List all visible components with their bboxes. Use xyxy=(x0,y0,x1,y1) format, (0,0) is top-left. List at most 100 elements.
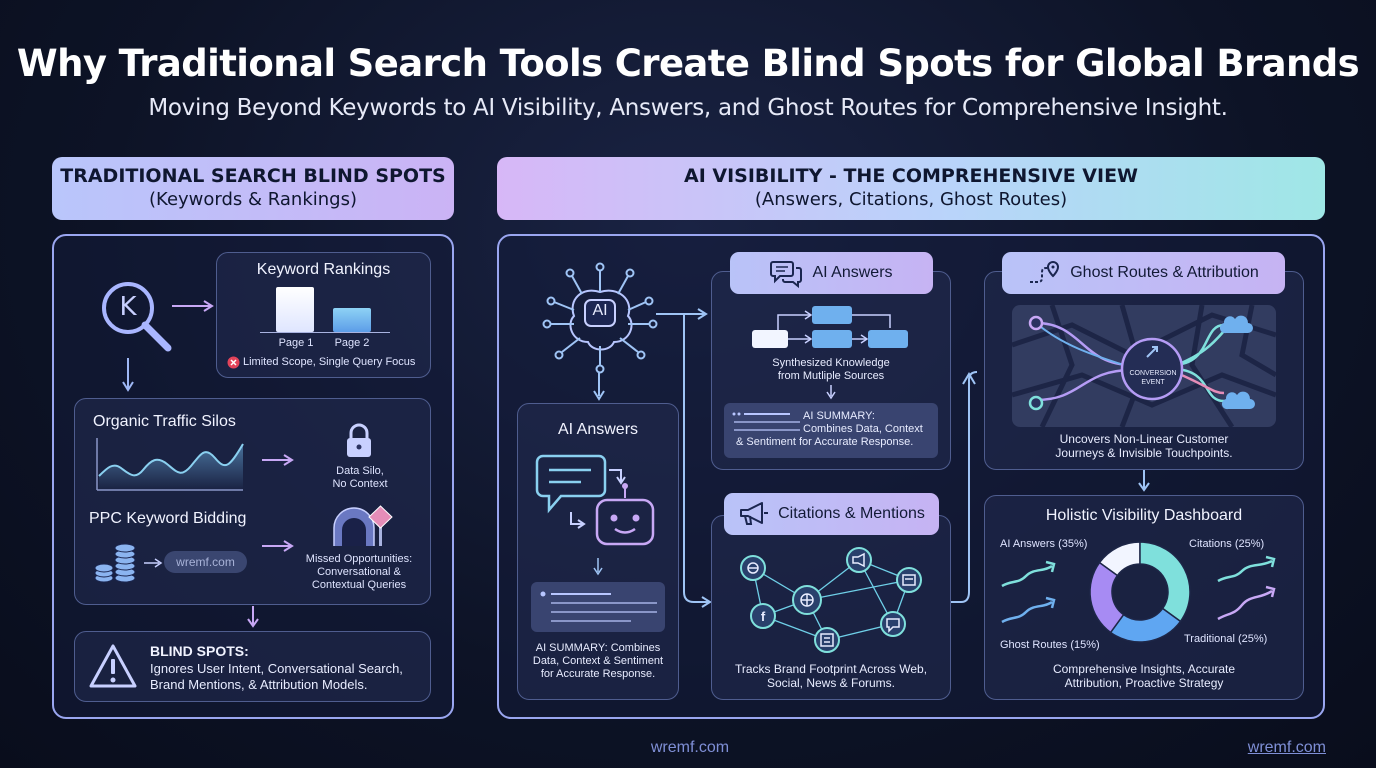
summary-box xyxy=(531,582,665,632)
page-title: Why Traditional Search Tools Create Blin… xyxy=(16,42,1360,85)
ai-answers-card-line1: AI SUMMARY: Combines xyxy=(535,642,661,654)
missed-opportunities-label: Missed Opportunities: xyxy=(305,553,413,565)
ai-brain-icon xyxy=(542,262,658,374)
ai-answers-card-title: AI Answers xyxy=(557,421,639,438)
conversion-event-label-2: EVENT xyxy=(1141,379,1165,386)
arrow-right-icon xyxy=(262,454,294,466)
data-silo-label: Data Silo, xyxy=(336,465,384,477)
ghost-routes-pill: Ghost Routes & Attribution xyxy=(1002,252,1285,294)
keyword-rankings-title: Keyword Rankings xyxy=(256,261,391,278)
organic-traffic-title: Organic Traffic Silos xyxy=(93,413,236,430)
arrow-down-icon xyxy=(826,385,836,400)
citations-line2: Social, News & Forums. xyxy=(766,676,896,690)
network-graph: f xyxy=(740,547,922,653)
citations-line1: Tracks Brand Footprint Across Web, xyxy=(734,662,928,676)
lock-icon xyxy=(347,423,371,457)
ai-visibility-header: AI VISIBILITY - THE COMPREHENSIVE VIEW (… xyxy=(497,157,1325,220)
ghost-routes-line1: Uncovers Non-Linear Customer xyxy=(1059,432,1229,446)
legend-ghost-routes: Ghost Routes (15%) xyxy=(1000,639,1100,651)
ai-answers-card xyxy=(517,403,679,700)
ai-answers-card-line3: for Accurate Response. xyxy=(540,668,656,680)
trend-lines-right xyxy=(1217,555,1276,621)
donut-slice-0 xyxy=(1139,541,1191,623)
keyword-letter: K xyxy=(119,292,137,322)
legend-ai-answers: AI Answers (35%) xyxy=(1000,538,1088,550)
route-map-drawing xyxy=(1012,305,1276,427)
ai-answers-pill-title: AI Answers xyxy=(812,264,893,281)
rankings-label-page1: Page 1 xyxy=(278,337,314,349)
ai-answers-pill: AI Answers xyxy=(730,252,933,294)
synth-line1: Synthesized Knowledge xyxy=(772,357,890,369)
rankings-note: Limited Scope, Single Query Focus xyxy=(243,356,416,368)
traditional-heading-sub: (Keywords & Rankings) xyxy=(149,189,357,211)
conversion-event-label-1: CONVERSION xyxy=(1129,370,1177,377)
blind-spots-line1: Ignores User Intent, Conversational Sear… xyxy=(150,661,403,676)
blind-spots-line2: Brand Mentions, & Attribution Models. xyxy=(150,677,368,692)
tunnel-sign-icon xyxy=(333,505,393,546)
watermark-link[interactable]: wremf.com xyxy=(1247,739,1326,756)
legend-traditional: Traditional (25%) xyxy=(1184,633,1268,645)
chat-robot-icon xyxy=(535,454,655,546)
blind-spots-title: BLIND SPOTS: xyxy=(150,643,249,659)
legend-citations: Citations (25%) xyxy=(1189,538,1265,550)
arrow-right-icon xyxy=(656,308,708,320)
ppc-domain-field: wremf.com xyxy=(164,551,247,573)
connector-line xyxy=(951,371,978,603)
arrow-right-icon xyxy=(262,540,294,552)
error-icon xyxy=(227,356,240,369)
megaphone-icon xyxy=(740,502,769,525)
no-context-label: No Context xyxy=(332,478,388,490)
synthesis-summary-box xyxy=(724,403,938,458)
connector-line xyxy=(683,314,712,608)
synthesis-summary-line3: & Sentiment for Accurate Response. xyxy=(736,436,914,448)
donut-slice-2 xyxy=(1089,561,1125,634)
ghost-routes-title: Ghost Routes & Attribution xyxy=(1070,264,1259,281)
arrow-down-icon xyxy=(593,558,603,576)
traditional-heading: TRADITIONAL SEARCH BLIND SPOTS xyxy=(60,165,446,188)
dashboard-line1: Comprehensive Insights, Accurate xyxy=(1052,662,1236,676)
ai-visibility-heading-sub: (Answers, Citations, Ghost Routes) xyxy=(754,189,1068,211)
summary-lines xyxy=(540,591,657,622)
arrow-down-icon xyxy=(122,358,134,392)
brain-label: AI xyxy=(592,302,608,319)
facebook-icon: f xyxy=(761,609,766,624)
arrow-right-icon xyxy=(144,558,163,568)
ppc-bidding-title: PPC Keyword Bidding xyxy=(89,510,247,527)
traditional-header: TRADITIONAL SEARCH BLIND SPOTS (Keywords… xyxy=(52,157,454,220)
citations-pill: Citations & Mentions xyxy=(724,493,939,535)
watermark-center: wremf.com xyxy=(650,739,730,756)
page-subtitle: Moving Beyond Keywords to AI Visibility,… xyxy=(148,95,1228,121)
arrow-down-icon xyxy=(593,372,605,401)
summary-lines xyxy=(732,412,800,431)
dashboard-title: Holistic Visibility Dashboard xyxy=(1045,507,1243,524)
ai-answers-card-line2: Data, Context & Sentiment xyxy=(532,655,664,667)
synth-line2: from Mutliple Sources xyxy=(777,370,885,382)
arrow-down-icon xyxy=(247,606,259,628)
arrow-down-icon xyxy=(1138,470,1150,492)
keyword-rankings-card xyxy=(216,252,431,378)
ai-visibility-heading: AI VISIBILITY - THE COMPREHENSIVE VIEW xyxy=(683,165,1138,188)
route-pin-icon xyxy=(1030,260,1060,283)
traffic-wave-chart xyxy=(96,438,244,491)
warning-icon xyxy=(89,644,137,688)
rankings-bar-page2 xyxy=(333,308,371,332)
chat-bubbles-icon xyxy=(770,261,803,289)
arrow-right-icon xyxy=(172,300,214,312)
contextual-queries-label: Contextual Queries xyxy=(311,579,407,591)
route-map xyxy=(1012,305,1276,427)
coins-icon xyxy=(94,543,136,583)
synthesis-summary-title: AI SUMMARY: xyxy=(803,410,875,422)
rankings-label-page2: Page 2 xyxy=(334,337,370,349)
synthesis-summary-line2: Combines Data, Context xyxy=(803,423,923,435)
ghost-routes-line2: Journeys & Invisible Touchpoints. xyxy=(1055,446,1233,460)
trend-lines-left xyxy=(1001,560,1056,624)
dashboard-line2: Attribution, Proactive Strategy xyxy=(1064,676,1224,690)
keyword-search-icon xyxy=(102,282,172,352)
flow-boxes-diagram xyxy=(752,306,908,348)
conversational-label: Conversational & xyxy=(317,566,401,578)
citations-title: Citations & Mentions xyxy=(778,505,925,522)
rankings-bar-page1 xyxy=(276,287,314,332)
rankings-baseline xyxy=(260,332,390,333)
blind-spots-card xyxy=(74,631,431,702)
visibility-donut-chart xyxy=(1089,541,1191,643)
